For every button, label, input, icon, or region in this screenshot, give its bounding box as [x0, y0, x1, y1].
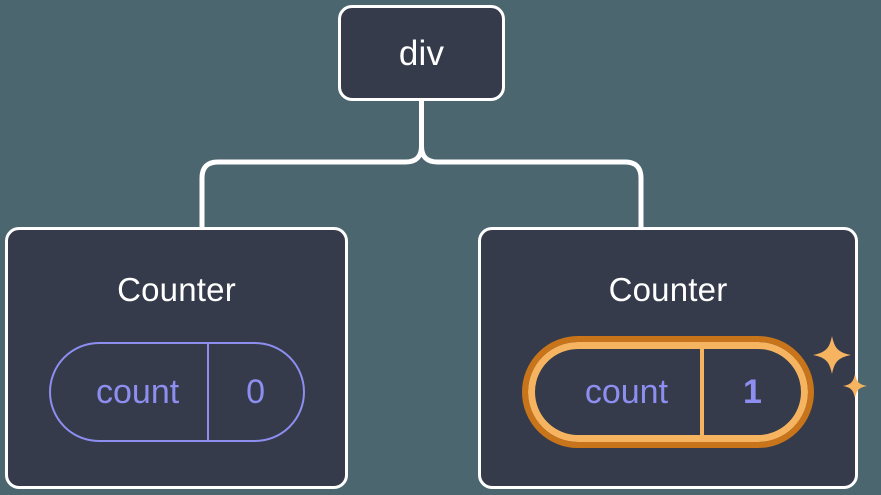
- state-value-cell-right: 1: [699, 349, 801, 435]
- node-counter-left[interactable]: Counter count 0: [5, 227, 348, 489]
- state-name-right: count: [584, 373, 669, 411]
- state-value-cell-left: 0: [206, 344, 303, 440]
- node-div-label: div: [398, 33, 445, 73]
- sparkle-small-icon: [843, 374, 867, 398]
- sparkle-large-icon: [813, 336, 851, 374]
- node-counter-right-label: Counter: [608, 271, 728, 308]
- state-badge-right-wrap: count 1: [522, 336, 867, 448]
- state-badge-left-wrap: count 0: [48, 342, 305, 442]
- state-value-right: 1: [742, 373, 762, 411]
- connector-path-left: [199, 98, 424, 230]
- state-name-left: count: [96, 373, 180, 411]
- sparkles-group: [813, 336, 867, 398]
- node-counter-right[interactable]: Counter count 1: [478, 227, 867, 489]
- state-value-left: 0: [246, 373, 266, 411]
- state-badge-left[interactable]: count 0: [48, 342, 305, 442]
- connector-path-right: [419, 98, 644, 230]
- state-name-cell-right: count: [535, 349, 700, 435]
- state-badge-right[interactable]: count 1: [522, 336, 814, 448]
- node-counter-left-label: Counter: [117, 271, 236, 308]
- node-div[interactable]: div: [338, 5, 505, 101]
- state-name-cell-left: count: [51, 344, 207, 440]
